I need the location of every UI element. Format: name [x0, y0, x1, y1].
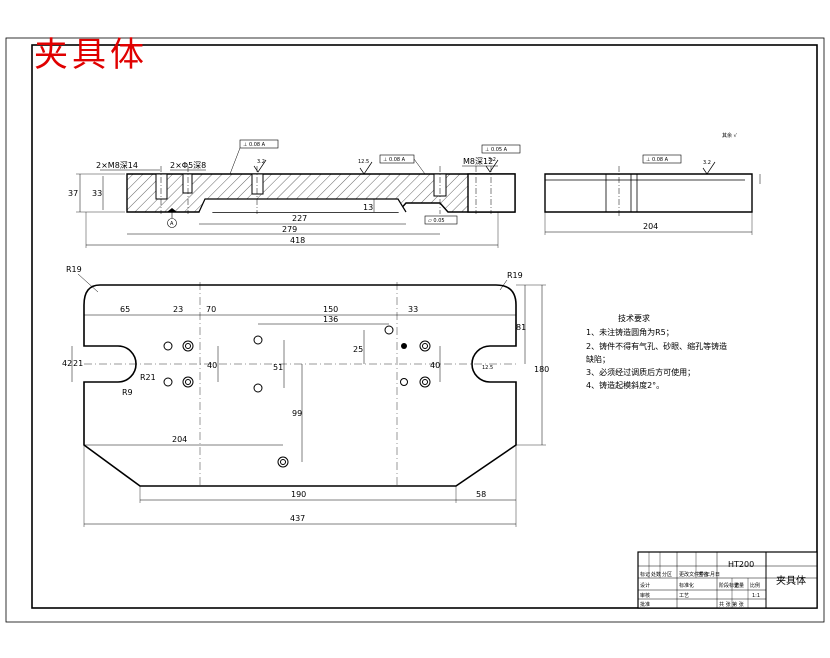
hole-label-left: 2×M8深14 [96, 161, 138, 170]
dim-13: 13 [363, 203, 373, 212]
top-view: 65 23 70 150 33 136 R19 R19 81 180 12.5 … [62, 265, 549, 527]
dim-40-right: 40 [430, 361, 440, 370]
dim-204-top: 204 [172, 435, 187, 444]
front-holes [155, 166, 492, 214]
gdt-frame-4: ▱ 0.05 [428, 218, 445, 224]
material: HT200 [728, 560, 754, 569]
tb-date: 年月日 [705, 571, 720, 578]
roughness-c: 3.2 [488, 157, 496, 163]
tb-weight: 重量 [734, 582, 744, 589]
front-view: 2×M8深14 2×Φ5深8 M8深12 3.2 12.5 3.2 ⊥ 0.08… [68, 139, 521, 248]
dim-70: 70 [206, 305, 216, 314]
gdt-frames-front: ⊥ 0.08 A ⊥ 0.08 A ⊥ 0.05 A ▱ 0.05 [229, 139, 521, 225]
roughness-b: 12.5 [358, 159, 369, 165]
dim-136: 136 [323, 315, 338, 324]
dim-r9: R9 [122, 388, 133, 397]
tb-review: 审核 [640, 592, 650, 599]
notes-title: 技术要求 [618, 313, 650, 323]
tb-scale: 比例 [750, 582, 760, 589]
dim-r19-right: R19 [507, 271, 523, 280]
tb-process: 工艺 [679, 593, 689, 599]
tb-zone: 分区 [662, 571, 672, 578]
dim-99: 99 [292, 409, 302, 418]
tb-sign: 签名 [698, 571, 708, 578]
dim-227: 227 [292, 214, 307, 223]
tb-std: 标准化 [679, 582, 694, 589]
drawing-title: 夹具体 [34, 35, 148, 75]
note-2b: 缺陷； [586, 354, 610, 364]
hole-label-right: M8深12 [463, 157, 493, 166]
note-3: 3、必须经过调质后方可使用； [586, 367, 695, 377]
tb-sheets: 共 张 第 张 [719, 601, 744, 608]
dim-37: 37 [68, 189, 78, 198]
dim-23: 23 [173, 305, 183, 314]
gdt-side: ⊥ 0.08 A [646, 157, 669, 163]
gdt-frame-1: ⊥ 0.08 A [243, 142, 266, 148]
tb-count: 处数 [651, 571, 661, 578]
gdt-frame-3: ⊥ 0.05 A [485, 147, 508, 153]
roughness-top: 12.5 [482, 365, 493, 371]
dim-25: 25 [353, 345, 363, 354]
technical-notes: 技术要求 1、未注铸造圆角为R5； 2、铸件不得有气孔、砂眼、缩孔等铸造 缺陷；… [586, 313, 727, 390]
top-holes [163, 325, 431, 468]
dim-42: 42 [62, 359, 72, 368]
dim-65: 65 [120, 305, 130, 314]
dim-150: 150 [323, 305, 338, 314]
part-name: 夹具体 [776, 574, 806, 587]
dim-180: 180 [534, 365, 549, 374]
note-1: 1、未注铸造圆角为R5； [586, 327, 674, 337]
note-4: 4、铸造起模斜度2°。 [586, 380, 664, 390]
dim-81: 81 [516, 323, 526, 332]
dim-33: 33 [408, 305, 418, 314]
roughness-a: 3.2 [257, 159, 265, 165]
roughness-side: 3.2 [703, 160, 711, 166]
dim-21: 21 [73, 359, 83, 368]
title-block: HT200 夹具体 标记 处数 分区 更改文件号 签名 年月日 设计 标准化 阶… [637, 551, 818, 609]
side-view: 204 ⊥ 0.08 A 3.2 其余 √ [544, 132, 761, 235]
dim-33: 33 [92, 189, 102, 198]
tb-design: 设计 [640, 582, 650, 589]
roughness-note: 其余 √ [722, 132, 738, 139]
dim-418: 418 [290, 236, 305, 245]
dim-437: 437 [290, 514, 305, 523]
dim-r21: R21 [140, 373, 156, 382]
datum-a: A [170, 221, 174, 227]
hole-label-mid: 2×Φ5深8 [170, 161, 206, 170]
dim-190: 190 [291, 490, 306, 499]
tb-mark: 标记 [640, 571, 650, 578]
gdt-frame-2: ⊥ 0.08 A [383, 157, 406, 163]
dim-279: 279 [282, 225, 297, 234]
dim-51: 51 [273, 363, 283, 372]
dim-204-side: 204 [643, 222, 658, 231]
tb-change: 更改文件号 [679, 571, 704, 578]
dim-40-left: 40 [207, 361, 217, 370]
tb-approve: 批准 [640, 601, 650, 608]
tb-stage: 阶段标记 [719, 582, 739, 589]
dim-r19-left: R19 [66, 265, 82, 274]
note-2: 2、铸件不得有气孔、砂眼、缩孔等铸造 [586, 341, 727, 351]
inner-frame [31, 44, 818, 609]
outer-frame [5, 37, 825, 623]
dim-58: 58 [476, 490, 486, 499]
tb-ratio: 1:1 [752, 593, 760, 599]
